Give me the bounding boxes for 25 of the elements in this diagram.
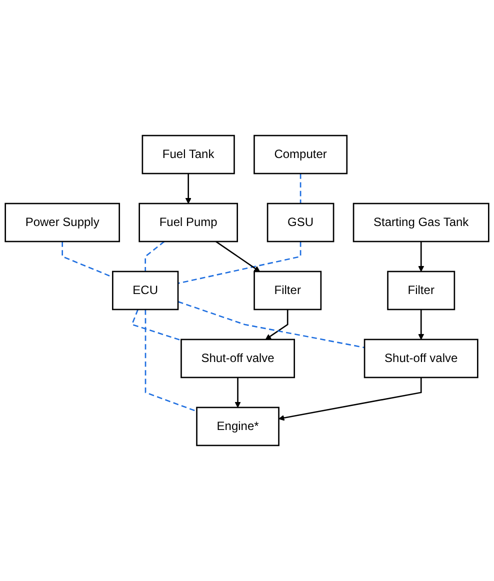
node-box: GSU xyxy=(266,202,334,242)
arrow xyxy=(265,310,288,340)
node-box: Computer xyxy=(254,134,348,174)
arrow xyxy=(234,377,241,408)
node-box: ECU xyxy=(112,270,179,310)
connector xyxy=(131,309,182,341)
arrow xyxy=(278,377,422,421)
connector xyxy=(300,174,302,204)
node-box: Fuel Tank xyxy=(142,134,235,174)
connector xyxy=(178,301,365,348)
arrow xyxy=(185,174,192,204)
node-box: Shut-off valve xyxy=(180,338,295,378)
node-box: Filter xyxy=(254,270,322,310)
node-box: Engine* xyxy=(196,406,280,446)
node-box: Shut-off valve xyxy=(364,338,478,378)
node-box: Power Supply xyxy=(4,202,120,242)
arrow xyxy=(418,242,424,272)
node-box: Starting Gas Tank xyxy=(352,202,490,242)
node-box: Filter xyxy=(387,270,456,310)
node-box: Fuel Pump xyxy=(138,202,238,242)
connector xyxy=(178,242,302,284)
connector xyxy=(144,241,165,272)
connector xyxy=(144,310,197,412)
arrow xyxy=(216,240,260,272)
arrow xyxy=(418,310,424,340)
